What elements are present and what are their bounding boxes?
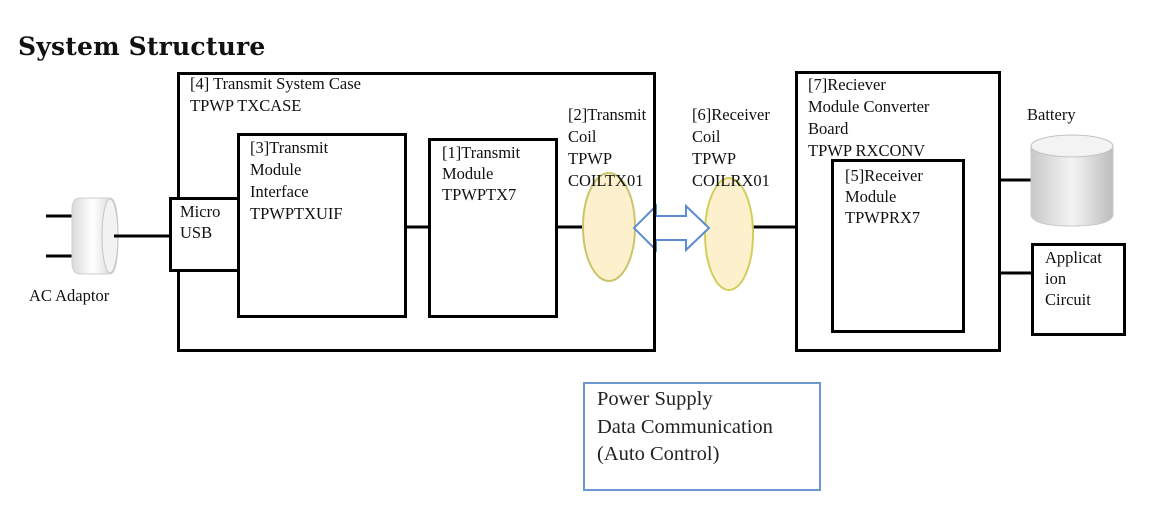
battery-label: Battery: [1027, 105, 1076, 124]
micro-usb-label-2: USB: [180, 223, 213, 242]
rx-board-label-2: Module Converter: [808, 97, 930, 116]
double-arrow-icon: [632, 203, 711, 253]
rx-coil-label-4: COILRX01: [692, 171, 770, 190]
transmit-module: [428, 138, 558, 318]
transmit-module-interface: [237, 133, 407, 318]
legend-line-auto-control: (Auto Control): [597, 443, 720, 465]
receiver-module-converter-board: [795, 71, 1001, 352]
rx-coil-label-1: [6]Receiver: [692, 105, 770, 124]
rx-board-label-4: TPWP RXCONV: [808, 141, 926, 160]
tx-coil-label-4: COILTX01: [568, 171, 644, 190]
tx-module-label-3: TPWPTX7: [442, 185, 517, 204]
tx-module-label-1: [1]Transmit: [442, 143, 521, 162]
ac-adaptor-label: AC Adaptor: [29, 286, 110, 305]
app-circuit-label-1: Applicat: [1045, 248, 1102, 267]
tx-module-label-2: Module: [442, 164, 494, 183]
app-circuit-label-3: Circuit: [1045, 290, 1091, 309]
tx-coil-label-1: [2]Transmit: [568, 105, 647, 124]
tx-interface-label-4: TPWPTXUIF: [250, 204, 343, 223]
page-title: System Structure: [18, 32, 266, 61]
tx-interface-label-2: Module: [250, 160, 302, 179]
tx-interface-label-1: [3]Transmit: [250, 138, 329, 157]
legend-line-data-communication: Data Communication: [597, 415, 773, 438]
legend-text: Power Supply Data Communication (Auto Co…: [597, 386, 773, 469]
tx-coil-label-2: Coil: [568, 127, 597, 146]
legend-line-power-supply: Power Supply: [597, 388, 713, 410]
tx-case-label-1: [4] Transmit System Case: [190, 74, 361, 93]
battery-cylinder-icon: [1030, 134, 1114, 227]
app-circuit-label-2: ion: [1045, 269, 1067, 288]
rx-module-label-2: Module: [845, 187, 897, 206]
micro-usb-port: [169, 197, 240, 272]
tx-coil-label-3: TPWP: [568, 149, 613, 168]
legend-box: Power Supply Data Communication (Auto Co…: [583, 382, 821, 491]
power-plug-icon: [46, 197, 169, 275]
rx-module-label-1: [5]Receiver: [845, 166, 923, 185]
micro-usb-label-1: Micro: [180, 202, 221, 221]
tx-case-label-2: TPWP TXCASE: [190, 96, 302, 115]
receiver-module: [831, 159, 965, 333]
rx-coil-label-2: Coil: [692, 127, 721, 146]
application-circuit: [1031, 243, 1126, 336]
rx-module-label-3: TPWPRX7: [845, 208, 921, 227]
rx-board-label-1: [7]Reciever: [808, 75, 886, 94]
rx-coil-icon: [704, 177, 754, 291]
rx-board-label-3: Board: [808, 119, 849, 138]
rx-coil-label-3: TPWP: [692, 149, 737, 168]
tx-interface-label-3: Interface: [250, 182, 309, 201]
